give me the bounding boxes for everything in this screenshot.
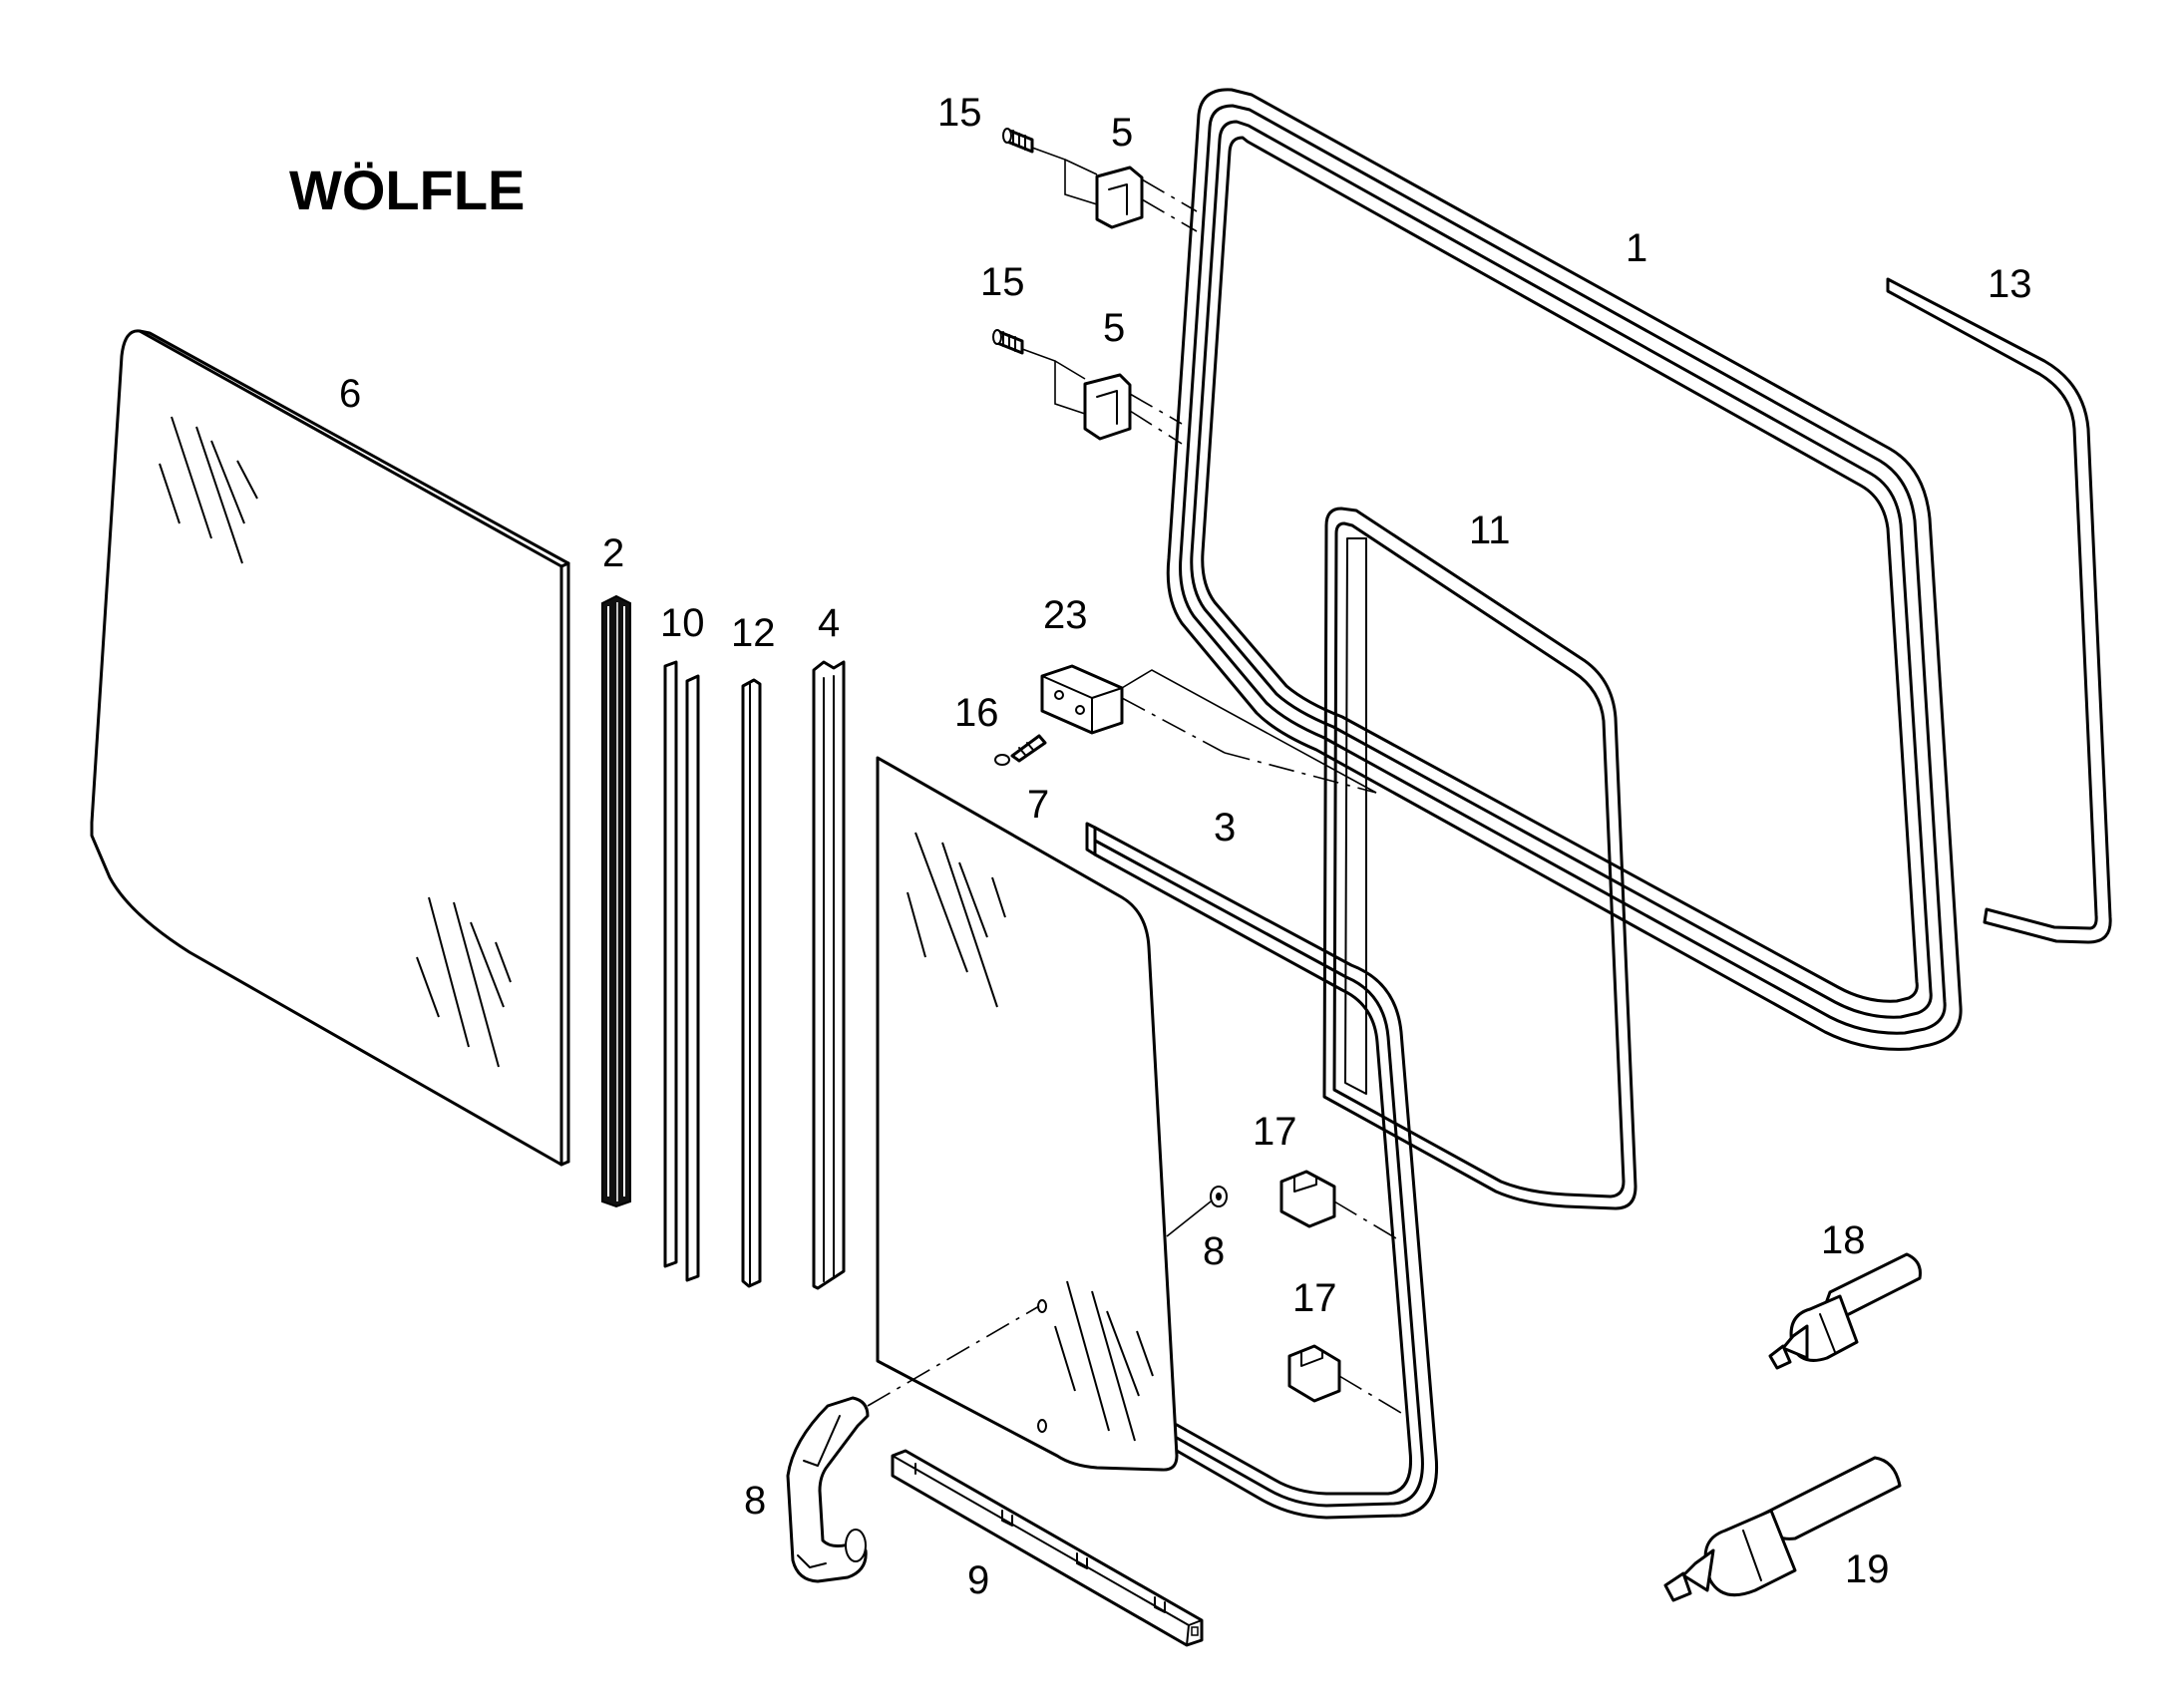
part-11-inner-seal: [1322, 507, 1637, 1210]
callout-9: 9: [967, 1558, 989, 1602]
callout-8-knob: 8: [1203, 1229, 1225, 1273]
part-3-door-seal: [1085, 822, 1439, 1520]
part-15-spring-upper: [1002, 128, 1034, 154]
callout-10: 10: [660, 601, 705, 645]
part-2-seal-strip: [601, 594, 631, 1208]
callout-17-upper: 17: [1253, 1110, 1297, 1154]
callout-16: 16: [954, 691, 999, 735]
callout-15-lower: 15: [980, 260, 1025, 304]
part-23-block: [1040, 664, 1124, 735]
callout-8-handle: 8: [744, 1479, 766, 1523]
part-5-clip-lower: [1083, 373, 1132, 441]
callout-5-lower: 5: [1103, 306, 1125, 350]
glass-reflection-hatch: [159, 416, 512, 1068]
part-4-channel-profile: [812, 660, 846, 1290]
callout-4: 4: [818, 601, 840, 645]
part-12-profile-strip: [741, 678, 762, 1288]
callout-17-lower: 17: [1292, 1276, 1337, 1320]
part-19-tube: [1663, 1456, 1902, 1602]
glass-reflection-hatch: [907, 832, 1154, 1442]
callout-1: 1: [1626, 226, 1647, 270]
callout-5-upper: 5: [1111, 111, 1133, 155]
part-15-spring-lower: [992, 329, 1024, 355]
callout-labels: 1 2 3 4 5 5 6 7 8 8 9 10 11 12 13 15 15 …: [339, 91, 2032, 1602]
part-17-bracket-lower: [1287, 1344, 1341, 1403]
callout-6: 6: [339, 372, 361, 416]
part-10-profile-strips: [663, 660, 700, 1282]
callout-18: 18: [1821, 1218, 1866, 1262]
part-18-tube: [1768, 1252, 1922, 1370]
part-6-glass-pane: [90, 329, 570, 1167]
callout-3: 3: [1214, 806, 1236, 850]
part-17-bracket-upper: [1279, 1170, 1336, 1228]
brand-title: WÖLFLE: [289, 159, 525, 221]
callout-11: 11: [1469, 509, 1511, 552]
part-13-corner-strip: [1886, 277, 2112, 944]
part-1-window-frame: [1166, 88, 1963, 1051]
callout-13: 13: [1988, 262, 2032, 306]
callout-15-upper: 15: [937, 91, 982, 135]
callout-19: 19: [1845, 1547, 1890, 1591]
callout-7: 7: [1027, 783, 1049, 827]
part-16-screw: [994, 734, 1047, 766]
part-7-sliding-glass: [876, 756, 1179, 1472]
callout-12: 12: [731, 611, 776, 655]
callout-23: 23: [1043, 593, 1088, 637]
part-8-handle: [786, 1396, 870, 1583]
part-5-clip-upper: [1095, 166, 1144, 229]
part-9-rail: [891, 1449, 1204, 1647]
part-8-knob: [1210, 1186, 1228, 1207]
callout-2: 2: [602, 531, 624, 575]
